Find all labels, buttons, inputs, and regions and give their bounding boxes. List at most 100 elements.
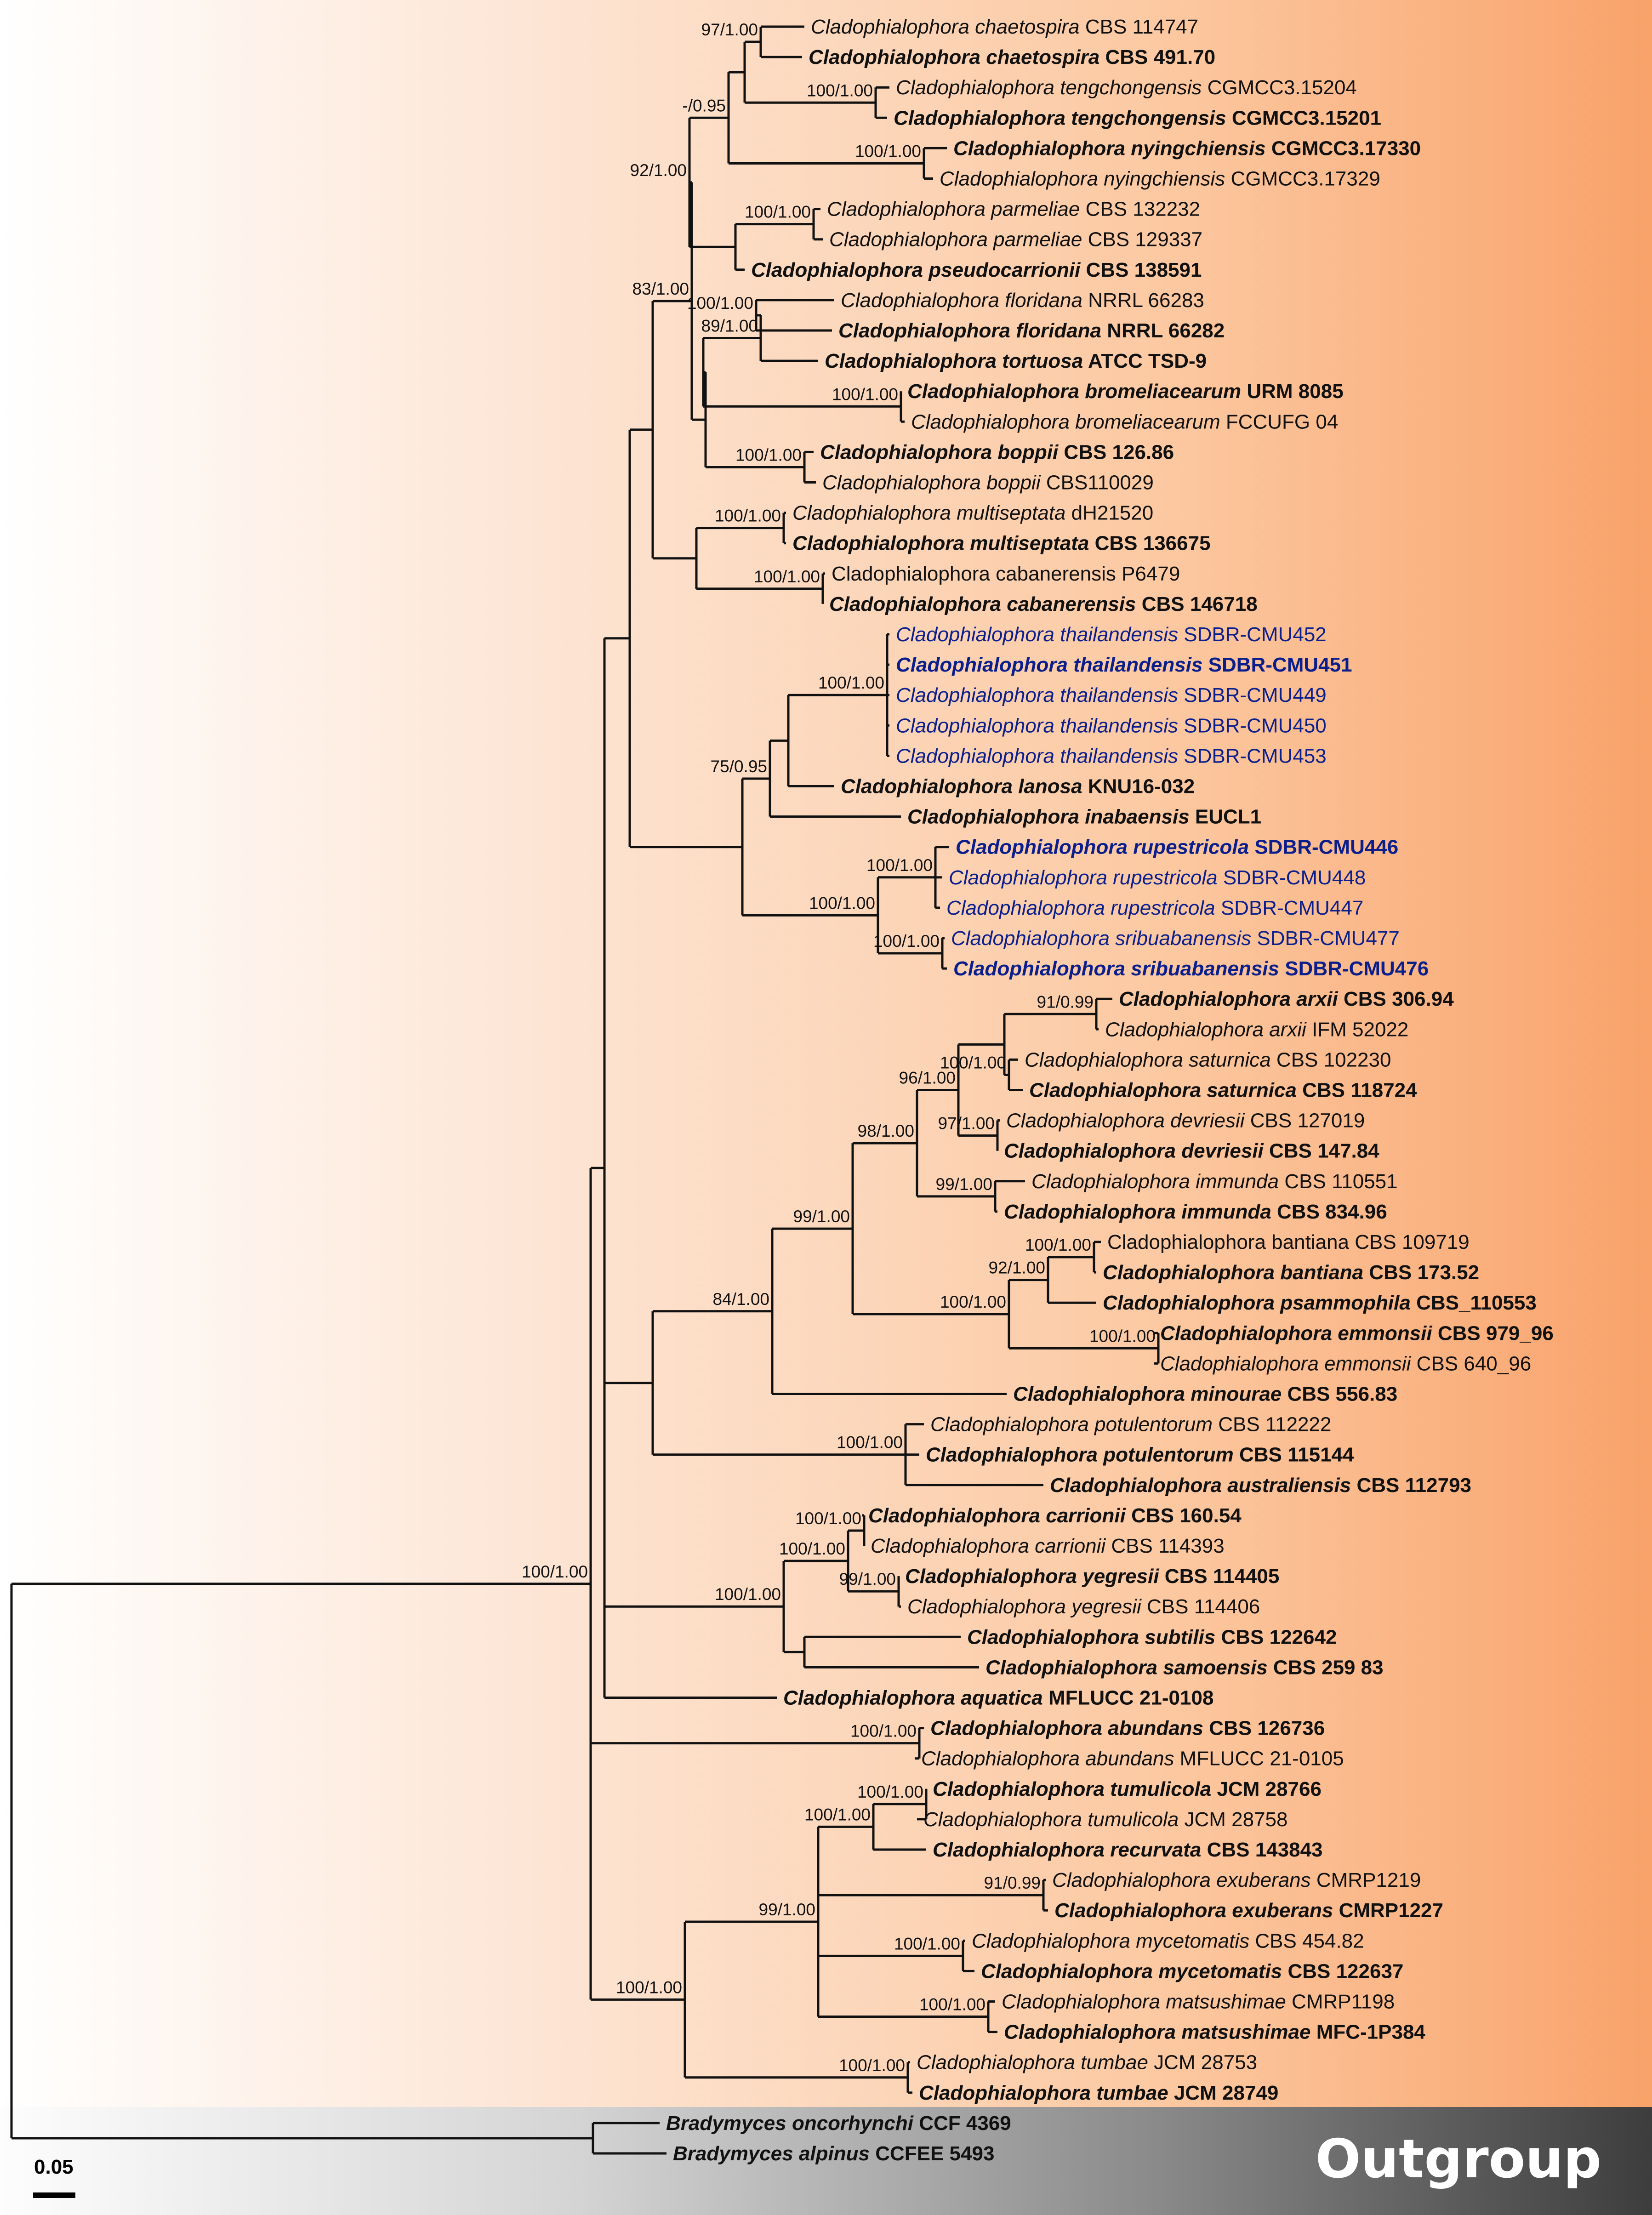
taxon-label: Cladophialophora arxii IFM 52022 — [1105, 1018, 1408, 1041]
taxon-binomial: Cladophialophora sribuabanensis — [953, 957, 1279, 980]
taxon-binomial: Cladophialophora immunda — [1031, 1170, 1279, 1193]
strain-code: CBS 160.54 — [1126, 1504, 1242, 1527]
taxon-label: Cladophialophora inabaensis EUCL1 — [907, 806, 1261, 828]
taxon-binomial: Cladophialophora pseudocarrionii — [751, 259, 1081, 281]
scale-bar — [33, 2192, 75, 2198]
strain-code: EUCL1 — [1190, 806, 1261, 828]
taxon-binomial: Cladophialophora boppii — [822, 472, 1041, 494]
strain-code: SDBR-CMU477 — [1251, 927, 1400, 950]
taxon-label: Cladophialophora saturnica CBS 118724 — [1029, 1079, 1417, 1102]
strain-code: CBS 112222 — [1213, 1413, 1331, 1436]
taxon-label: Bradymyces oncorhynchi CCF 4369 — [666, 2112, 1011, 2135]
taxon-label: Cladophialophora tengchongensis CGMCC3.1… — [894, 107, 1381, 129]
support-value: 84/1.00 — [713, 1290, 769, 1309]
taxon-binomial: Cladophialophora abundans — [921, 1748, 1174, 1770]
taxon-label: Cladophialophora devriesii CBS 127019 — [1006, 1110, 1365, 1132]
taxon-label: Cladophialophora thailandensis SDBR-CMU4… — [896, 714, 1327, 737]
support-value: 99/1.00 — [839, 1570, 896, 1589]
taxon-binomial: Cladophialophora minourae — [1013, 1383, 1282, 1406]
taxon-binomial: Cladophialophora rupestricola — [956, 836, 1249, 859]
taxon-binomial: Cladophialophora emmonsii — [1160, 1322, 1432, 1344]
taxon-label: Cladophialophora matsushimae MFC-1P384 — [1004, 2021, 1425, 2044]
taxon-binomial: Cladophialophora yegresii — [905, 1565, 1159, 1588]
strain-code: JCM 28749 — [1168, 2082, 1279, 2104]
taxon-binomial: Cladophialophora bantiana — [1107, 1231, 1350, 1253]
strain-code: FCCUFG 04 — [1220, 410, 1339, 433]
strain-code: URM 8085 — [1241, 380, 1344, 403]
support-value: 100/1.00 — [832, 385, 898, 404]
strain-code: CMRP1227 — [1333, 1899, 1443, 1922]
support-value: 92/1.00 — [989, 1258, 1045, 1277]
taxon-label: Cladophialophora exuberans CMRP1227 — [1054, 1899, 1443, 1922]
strain-code: CBS 136675 — [1089, 532, 1210, 555]
taxon-binomial: Cladophialophora tumulicola — [933, 1778, 1211, 1800]
taxon-binomial: Cladophialophora tortuosa — [825, 350, 1083, 372]
support-value: 100/1.00 — [735, 445, 802, 464]
support-value: 100/1.00 — [837, 1433, 903, 1452]
taxon-label: Cladophialophora chaetospira CBS 114747 — [811, 16, 1198, 38]
strain-code: CGMCC3.17330 — [1266, 137, 1421, 159]
strain-code: CBS 122637 — [1282, 1960, 1403, 1982]
support-value: 100/1.00 — [745, 203, 811, 222]
strain-code: CBS 834.96 — [1271, 1201, 1387, 1223]
taxon-binomial: Cladophialophora tengchongensis — [896, 76, 1202, 99]
taxon-binomial: Cladophialophora rupestricola — [949, 866, 1218, 889]
support-value: 99/1.00 — [793, 1207, 850, 1226]
taxon-label: Cladophialophora potulentorum CBS 115144 — [926, 1444, 1354, 1466]
taxon-binomial: Cladophialophora psammophila — [1103, 1292, 1411, 1314]
taxon-label: Cladophialophora mycetomatis CBS 454.82 — [972, 1930, 1364, 1952]
taxon-label: Cladophialophora aquatica MFLUCC 21-0108 — [783, 1687, 1213, 1709]
taxon-label: Cladophialophora samoensis CBS 259 83 — [986, 1656, 1384, 1679]
strain-code: CBS 147.84 — [1264, 1140, 1379, 1162]
taxon-label: Cladophialophora emmonsii CBS 979_96 — [1160, 1322, 1554, 1344]
support-value: 89/1.00 — [701, 317, 758, 336]
taxon-binomial: Cladophialophora matsushimae — [1002, 1991, 1286, 2013]
support-value: 100/1.00 — [857, 1782, 923, 1801]
support-value: 100/1.00 — [809, 894, 875, 912]
strain-code: ATCC TSD-9 — [1083, 350, 1207, 372]
taxon-binomial: Cladophialophora chaetospira — [811, 16, 1080, 38]
taxon-binomial: Cladophialophora saturnica — [1029, 1079, 1297, 1102]
taxon-label: Cladophialophora devriesii CBS 147.84 — [1004, 1140, 1379, 1162]
strain-code: SDBR-CMU451 — [1202, 654, 1352, 676]
taxon-label: Cladophialophora tengchongensis CGMCC3.1… — [896, 76, 1357, 99]
support-value: 97/1.00 — [938, 1114, 995, 1133]
strain-code: CGMCC3.15201 — [1226, 107, 1381, 129]
support-value: 98/1.00 — [858, 1122, 914, 1140]
strain-code: CBS 138591 — [1080, 259, 1202, 281]
taxon-binomial: Cladophialophora aquatica — [783, 1687, 1043, 1709]
support-value: 100/1.00 — [715, 1585, 781, 1604]
taxon-label: Cladophialophora australiensis CBS 11279… — [1050, 1474, 1471, 1497]
taxon-binomial: Cladophialophora subtilis — [967, 1626, 1215, 1648]
taxon-binomial: Bradymyces oncorhynchi — [666, 2112, 914, 2135]
taxon-label: Cladophialophora mycetomatis CBS 122637 — [981, 1960, 1403, 1982]
taxon-label: Cladophialophora recurvata CBS 143843 — [933, 1839, 1323, 1861]
taxon-label: Cladophialophora multiseptata CBS 136675 — [792, 532, 1211, 555]
support-value: 75/0.95 — [711, 757, 767, 776]
strain-code: CBS 109719 — [1349, 1231, 1470, 1253]
strain-code: CBS 556.83 — [1282, 1383, 1397, 1406]
support-value: 91/0.99 — [1037, 992, 1094, 1011]
taxon-binomial: Cladophialophora bromeliacearum — [907, 380, 1241, 403]
taxon-binomial: Cladophialophora yegresii — [907, 1595, 1142, 1618]
strain-code: CBS 126736 — [1203, 1717, 1325, 1740]
strain-code: JCM 28753 — [1148, 2051, 1257, 2074]
strain-code: CBS 143843 — [1201, 1839, 1322, 1861]
strain-code: NRRL 66283 — [1082, 289, 1204, 312]
taxon-binomial: Cladophialophora nyingchiensis — [953, 137, 1266, 159]
strain-code: CBS 132232 — [1080, 198, 1200, 221]
strain-code: CGMCC3.17329 — [1225, 168, 1380, 190]
strain-code: CBS 110551 — [1279, 1170, 1397, 1193]
strain-code: CBS 126.86 — [1058, 441, 1174, 463]
taxon-binomial: Cladophialophora thailandensis — [896, 623, 1178, 646]
strain-code: CBS 259 83 — [1268, 1656, 1384, 1679]
taxon-binomial: Cladophialophora cabanerensis — [829, 593, 1136, 615]
support-value: 100/1.00 — [940, 1053, 1006, 1072]
scale-bar-label: 0.05 — [34, 2156, 74, 2178]
taxon-label: Cladophialophora abundans CBS 126736 — [930, 1717, 1325, 1740]
strain-code: JCM 28758 — [1179, 1808, 1287, 1831]
taxon-label: Cladophialophora tortuosa ATCC TSD-9 — [825, 350, 1207, 372]
outgroup-band — [0, 2107, 1652, 2215]
strain-code: CBS 454.82 — [1249, 1930, 1364, 1952]
